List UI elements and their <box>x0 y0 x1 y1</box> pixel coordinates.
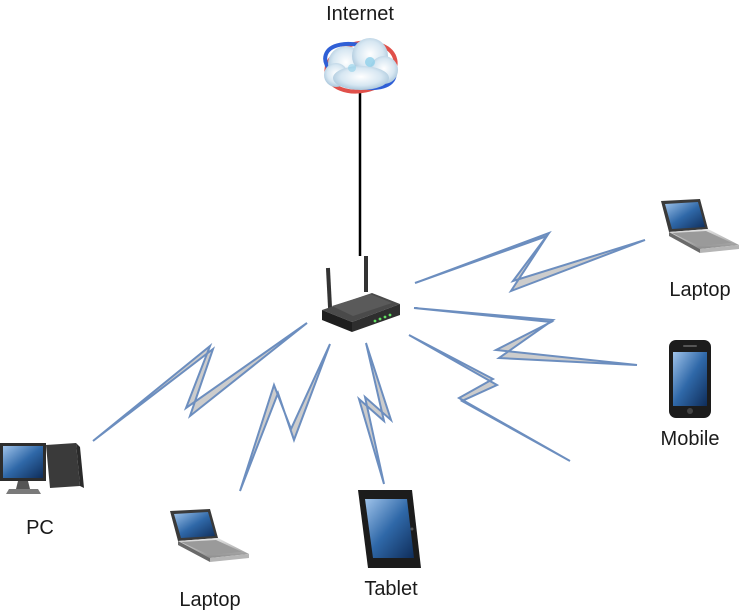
desktop-pc-icon <box>0 443 84 494</box>
wireless-link-laptop-bottom <box>239 343 331 492</box>
wireless-link-pc <box>92 322 308 442</box>
internet-node: Internet <box>323 3 398 94</box>
internet-label: Internet <box>326 3 394 25</box>
laptop-icon <box>661 199 739 253</box>
laptop-right-node: Laptop <box>661 199 739 301</box>
mobile-label: Mobile <box>661 428 720 450</box>
smartphone-icon <box>669 340 711 418</box>
laptop-bottom-label: Laptop <box>179 589 240 611</box>
wireless-link-mobile <box>413 307 638 366</box>
tablet-label: Tablet <box>364 578 418 600</box>
laptop-right-label: Laptop <box>669 279 730 301</box>
wireless-router-icon <box>322 256 400 332</box>
pc-label: PC <box>26 517 54 539</box>
tablet-node: Tablet <box>358 490 421 600</box>
pc-node: PC <box>0 443 84 539</box>
tablet-icon <box>358 490 421 568</box>
router-node <box>322 256 400 332</box>
wireless-link-laptop-right <box>414 230 646 294</box>
mobile-node: Mobile <box>661 340 720 450</box>
wireless-link-tablet <box>357 342 394 485</box>
wireless-link-tablet-lower <box>408 334 571 462</box>
cloud-globe-icon <box>323 38 398 94</box>
wireless-links <box>92 230 646 492</box>
laptop-bottom-node: Laptop <box>170 509 249 611</box>
laptop-icon <box>170 509 249 562</box>
